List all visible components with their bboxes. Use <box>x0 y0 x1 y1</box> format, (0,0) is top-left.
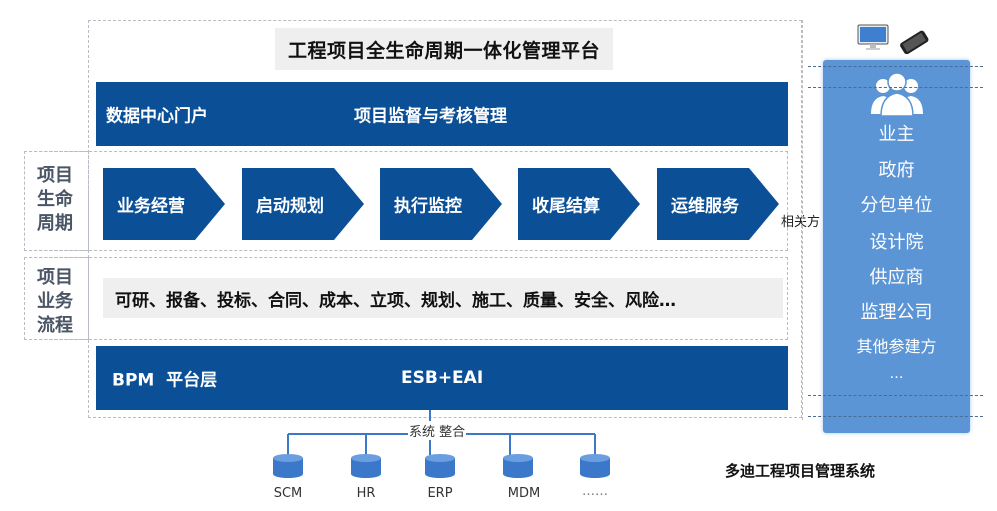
esb-eai-label: ESB+EAI <box>401 368 484 388</box>
platform-title: 工程项目全生命周期一体化管理平台 <box>275 28 613 70</box>
panel-dash-line <box>808 395 983 396</box>
stakeholder-design-institute: 设计院 <box>869 232 924 253</box>
stakeholder-owner: 业主 <box>878 124 915 145</box>
system-label-mdm: MDM <box>507 486 541 501</box>
database-icon <box>273 454 303 478</box>
data-center-portal-label: 数据中心门户 <box>106 106 208 127</box>
chevron-shape-icon <box>103 168 225 240</box>
stakeholder-government: 政府 <box>878 160 915 181</box>
stakeholder-more: … <box>889 366 904 382</box>
process-items: 可研、报备、投标、合同、成本、立项、规划、施工、质量、安全、风险… <box>103 278 783 318</box>
lifecycle-side-label: 项目 生命 周期 <box>37 165 73 234</box>
system-caption: 多迪工程项目管理系统 <box>725 462 876 480</box>
database-icon <box>425 454 455 478</box>
system-label-scm: SCM <box>273 486 303 501</box>
chevron-shape-icon <box>657 168 779 240</box>
stakeholder-supervision-company: 监理公司 <box>860 302 933 323</box>
stage-closing-settlement: 收尾结算 <box>518 168 640 240</box>
stage-operation-service: 运维服务 <box>657 168 779 240</box>
system-label-more: …… <box>582 484 608 499</box>
chevron-shape-icon <box>380 168 502 240</box>
users-group-icon <box>871 72 923 116</box>
chevron-shape-icon <box>518 168 640 240</box>
database-icon <box>580 454 610 478</box>
stakeholder-other-parties: 其他参建方 <box>856 337 937 356</box>
smartphone-icon <box>900 30 929 54</box>
stage-execution-monitoring: 执行监控 <box>380 168 502 240</box>
supervision-label: 项目监督与考核管理 <box>354 106 507 127</box>
database-icon <box>351 454 381 478</box>
panel-dash-line <box>808 416 983 417</box>
panel-dash-line <box>808 87 983 88</box>
system-label-erp: ERP <box>427 486 453 501</box>
process-side-label: 项目 业务 流程 <box>37 267 73 336</box>
process-label-frame <box>24 257 89 340</box>
portal-band: 数据中心门户 项目监督与考核管理 <box>96 82 788 146</box>
chevron-shape-icon <box>242 168 364 240</box>
lifecycle-label-frame <box>24 151 89 251</box>
desktop-monitor-icon <box>857 24 889 50</box>
bpm-label: BPM 平台层 <box>112 370 218 391</box>
stage-business-operation: 业务经营 <box>103 168 225 240</box>
stakeholders-panel: 业主 政府 分包单位 设计院 供应商 监理公司 其他参建方 … <box>823 60 970 433</box>
platform-layer-band: BPM 平台层 ESB+EAI <box>96 346 788 410</box>
system-integration-label: 系统 整合 <box>408 421 467 440</box>
system-label-hr: HR <box>356 486 376 501</box>
database-icon <box>503 454 533 478</box>
panel-separator <box>802 20 803 420</box>
stakeholder-subcontractor: 分包单位 <box>860 195 933 216</box>
stage-startup-planning: 启动规划 <box>242 168 364 240</box>
related-parties-label: 相关方 <box>781 215 821 230</box>
panel-dash-line <box>808 66 983 67</box>
stakeholder-supplier: 供应商 <box>869 267 924 288</box>
